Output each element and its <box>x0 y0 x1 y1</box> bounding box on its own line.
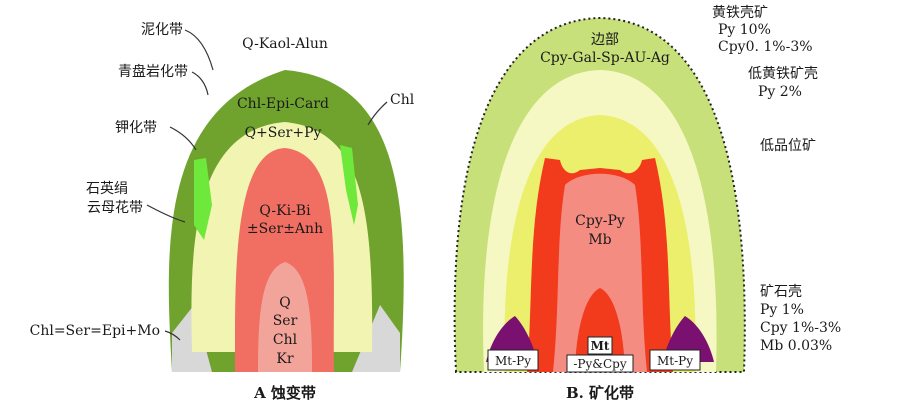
zone-a-core-1: Q <box>279 295 290 311</box>
leader-chl <box>367 101 388 126</box>
label-propylitic-zone: 青盘岩化带 <box>118 63 188 80</box>
core-zone-b <box>553 173 647 372</box>
zone-b-center-1: Cpy-Py <box>575 213 625 229</box>
label-phyllic-zone-1: 石英绢 <box>86 180 128 197</box>
zone-b-mtpy-right: Mt-Py <box>657 354 693 368</box>
core-zone-a <box>258 262 312 372</box>
green-patch-left <box>194 158 212 240</box>
label-low-grade-ore: 低品位矿 <box>760 138 816 154</box>
zone-a-phyllic: Q+Ser+Py <box>245 125 322 141</box>
caption-b: B. 矿化带 <box>566 384 634 402</box>
label-ore-shell: 矿石壳 <box>760 283 802 300</box>
zone-a-core-2: Ser <box>273 313 298 329</box>
label-cpy-1: Cpy 1%-3% <box>760 320 841 336</box>
panel-a: 泥化带 青盘岩化带 钾化带 石英绢 云母花带 Chl=Ser=Epi+Mo Ch… <box>30 22 415 402</box>
zone-b-mt-2: -Py&Cpy <box>573 357 626 371</box>
zone-a-core-3: Chl <box>273 332 298 348</box>
panel-b: 边部 Cpy-Gal-Sp-AU-Ag Cpy-Py Mb Mt -Py&Cpy… <box>453 16 746 402</box>
zone-a-core-4: Kr <box>276 351 293 367</box>
grey-base-right <box>352 305 400 372</box>
label-cpy-01: Cpy0. 1%-3% <box>718 39 813 55</box>
label-chl: Chl <box>390 92 415 108</box>
leader-base <box>164 330 181 341</box>
mt-py-right-box <box>649 349 701 371</box>
label-py-2: Py 2% <box>758 84 802 100</box>
green-patch-right <box>340 145 358 225</box>
label-phyllic-zone-2: 云母花带 <box>87 200 143 216</box>
zone-a-outer: Q-Kaol-Alun <box>242 36 328 52</box>
zone-b-edge-1: 边部 <box>591 32 619 48</box>
mt-center-box-2 <box>566 354 634 373</box>
mt-center-box-1 <box>587 336 613 355</box>
leader-phyllic <box>146 204 186 223</box>
zone-b-edge-2: Cpy-Gal-Sp-AU-Ag <box>540 50 670 66</box>
label-base-assemblage: Chl=Ser=Epi+Mo <box>30 323 160 339</box>
zone-a-potassic-2: ±Ser±Anh <box>247 221 323 237</box>
label-py-1: Py 1% <box>760 302 804 318</box>
caption-a: A 蚀变带 <box>253 384 316 402</box>
label-potassic-zone: 钾化带 <box>115 120 157 136</box>
zone-b-mt-1: Mt <box>591 339 610 353</box>
leader-propylitic <box>191 71 209 96</box>
leader-mud <box>184 29 214 71</box>
label-mud-zone: 泥化带 <box>141 22 183 38</box>
zone-a-propylitic: Chl-Epi-Card <box>237 96 329 112</box>
mt-py-left-box <box>487 349 539 371</box>
zone-b-mtpy-left: Mt-Py <box>495 354 531 368</box>
label-mb: Mb 0.03% <box>760 338 832 354</box>
right-annotations: 黄铁壳矿 Py 10% Cpy0. 1%-3% 低黄铁矿壳 Py 2% 低品位矿… <box>712 4 841 354</box>
leader-potassic <box>169 126 197 151</box>
label-pyrite-shell: 黄铁壳矿 <box>712 4 768 21</box>
label-py-10: Py 10% <box>718 22 771 38</box>
zone-a-potassic-1: Q-Ki-Bi <box>259 203 311 219</box>
zone-b-center-2: Mb <box>588 232 611 248</box>
label-low-pyrite-shell: 低黄铁矿壳 <box>748 65 818 82</box>
